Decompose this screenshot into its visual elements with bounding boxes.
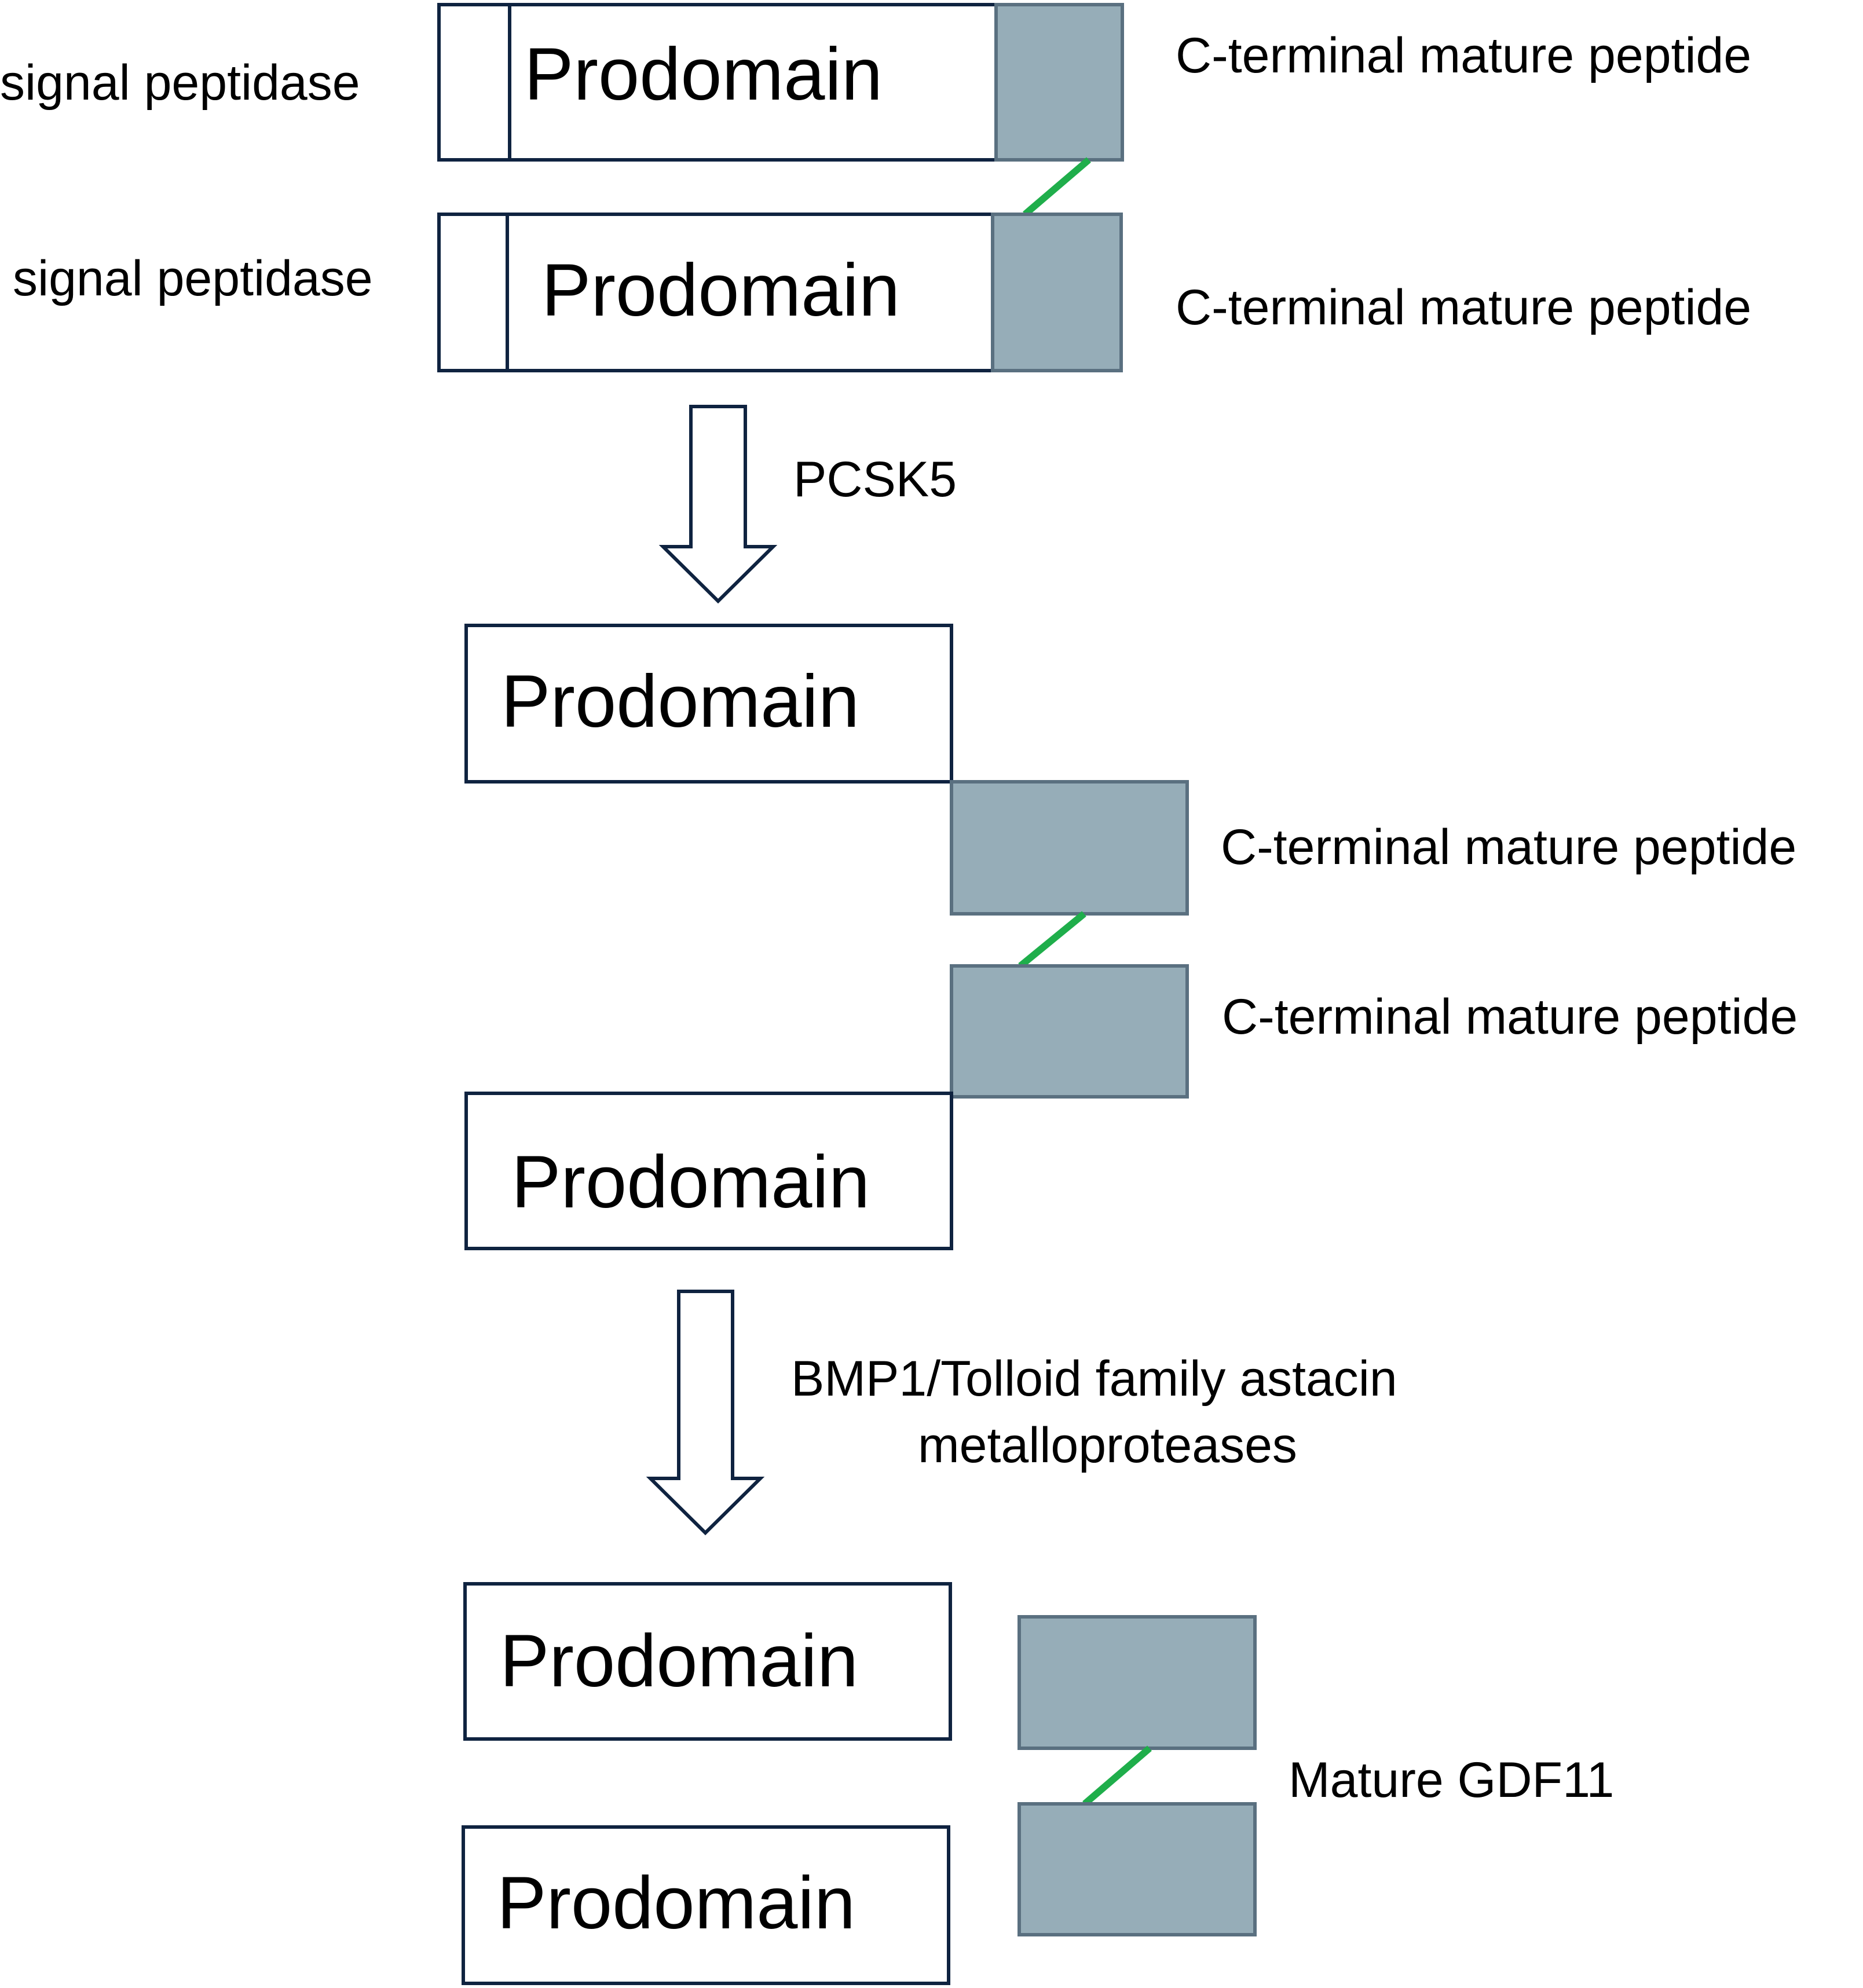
stage3-released-products: Prodomain Prodomain Mature GDF11	[462, 1582, 1614, 1985]
step1-enzyme-label: PCSK5	[793, 452, 957, 507]
stage2-bottom-mature-peptide-box	[950, 964, 1189, 1099]
stage1-top-mature-peptide-label: C-terminal mature peptide	[1176, 28, 1751, 83]
step2-enzyme-label-line1: BMP1/Tolloid family astacin	[791, 1351, 1397, 1407]
stage2-top-prodomain-label: Prodomain	[501, 660, 859, 743]
stage2-latent-complex: Prodomain C-terminal mature peptide C-te…	[464, 624, 1798, 1250]
stage2-top-mature-peptide-box	[950, 780, 1189, 916]
stage2-disulfide-link	[1018, 911, 1086, 969]
stage1-disulfide-link	[1023, 157, 1091, 217]
step1-down-arrow-icon	[658, 405, 778, 604]
stage2-top-mature-peptide-label: C-terminal mature peptide	[1221, 819, 1796, 875]
step2-cleavage-arrow-group: BMP1/Tolloid family astacin metalloprote…	[646, 1290, 1397, 1536]
stage1-top-signal-peptide-box	[437, 3, 511, 162]
stage3-mature-gdf11-label: Mature GDF11	[1289, 1752, 1614, 1808]
stage2-bottom-prodomain-box	[464, 1092, 953, 1250]
stage1-top-prodomain-label: Prodomain	[524, 33, 883, 116]
stage1-bottom-prodomain-label: Prodomain	[541, 249, 900, 332]
stage1-bottom-mature-peptide-label: C-terminal mature peptide	[1176, 280, 1751, 335]
stage1-top-signal-peptidase-label: signal peptidase	[0, 55, 360, 111]
stage3-disulfide-link	[1082, 1745, 1152, 1807]
step2-down-arrow-icon	[646, 1290, 765, 1536]
stage3-top-mature-gdf11-box	[1017, 1615, 1257, 1750]
stage2-bottom-mature-peptide-label: C-terminal mature peptide	[1222, 989, 1798, 1045]
stage3-bottom-prodomain-box	[462, 1825, 950, 1985]
step1-cleavage-arrow-group: PCSK5	[658, 405, 957, 604]
stage1-bottom-prodomain-box	[506, 213, 994, 372]
stage3-bottom-mature-gdf11-box	[1017, 1802, 1257, 1936]
stage1-precursor-dimer: Prodomain signal peptidase C-terminal ma…	[0, 3, 1751, 372]
stage1-bottom-mature-peptide-box	[991, 213, 1123, 372]
stage3-bottom-prodomain-label: Prodomain	[497, 1862, 855, 1945]
stage1-top-mature-peptide-box	[994, 3, 1124, 162]
stage1-top-prodomain-box	[508, 3, 998, 162]
stage2-top-prodomain-box	[464, 624, 953, 784]
stage3-top-prodomain-box	[463, 1582, 952, 1741]
stage1-bottom-signal-peptidase-label: signal peptidase	[13, 251, 373, 306]
stage2-bottom-prodomain-label: Prodomain	[511, 1141, 870, 1224]
stage1-bottom-signal-peptide-box	[437, 213, 509, 372]
stage3-top-prodomain-label: Prodomain	[500, 1620, 858, 1703]
step2-enzyme-label-line2: metalloproteases	[918, 1418, 1297, 1473]
